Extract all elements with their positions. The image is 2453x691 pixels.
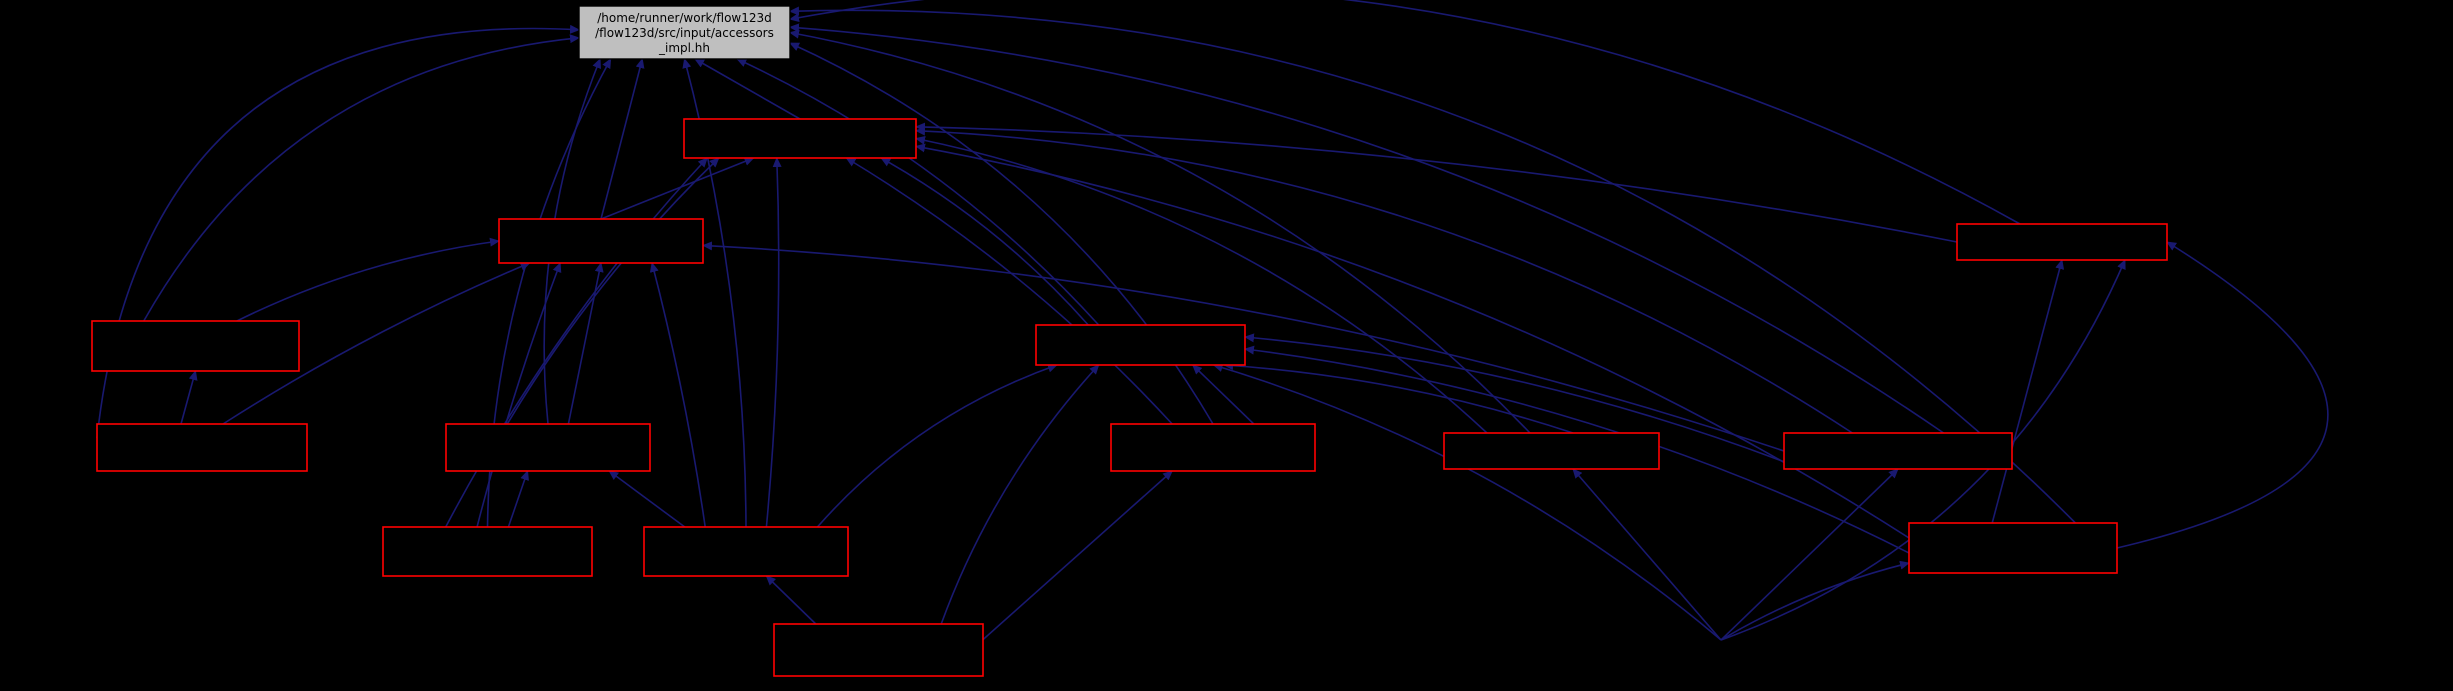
edges-layer	[96, 0, 2329, 641]
graph-edge-n10-n1	[915, 126, 1853, 434]
graph-edge-p1-n5	[1212, 363, 1722, 641]
graph-edge-n6-n4	[180, 370, 198, 425]
graph-edge-n8-n5	[1192, 364, 1255, 425]
graph-node-n14[interactable]	[773, 623, 984, 677]
graph-edge-n4-title	[143, 34, 580, 322]
graph-edge-n2-title	[600, 58, 645, 220]
graph-edge-n10-n2	[702, 241, 1785, 452]
graph-edge-n8-n1	[845, 157, 1173, 425]
nodes-layer: /home/runner/work/flow123d/flow123d/src/…	[91, 5, 2168, 677]
graph-node-n4[interactable]	[91, 320, 300, 372]
graph-edge-n13-n3	[1991, 259, 2065, 524]
graph-edge-n6-n2	[222, 262, 531, 425]
graph-edge-n3-title	[789, 0, 2021, 225]
graph-edge-n1-title	[694, 58, 801, 120]
graph-edge-n12-n2	[649, 262, 706, 528]
graph-node-n10[interactable]	[1783, 432, 2013, 470]
graph-edge-n13-n3	[2116, 241, 2329, 549]
graph-node-n13[interactable]	[1908, 522, 2118, 574]
graph-edge-n10-n5	[1244, 333, 1785, 463]
graph-edge-n14-n5	[940, 364, 1100, 625]
graph-node-n8[interactable]	[1110, 423, 1316, 472]
graph-edge-p1-n9	[1572, 468, 1722, 641]
graph-node-n3[interactable]	[1956, 223, 2168, 261]
graph-edge-n14-n12	[765, 575, 817, 625]
graph-edge-n10-title	[789, 23, 1945, 434]
graph-edge-n13-n5	[1244, 345, 1910, 554]
graph-edge-n13-title	[789, 6, 2076, 524]
graph-node-n7[interactable]	[445, 423, 651, 472]
title-node	[578, 5, 791, 60]
graph-edge-n7-n2	[567, 262, 604, 425]
graph-edge-n11-n2	[476, 262, 562, 528]
graph-edge-n4-n2	[236, 237, 500, 322]
graph-edge-p1-n13	[1720, 560, 1910, 641]
graph-edge-n11-n1	[444, 157, 708, 528]
graph-node-n2[interactable]	[498, 218, 704, 264]
graph-node-n9[interactable]	[1443, 432, 1660, 470]
graph-edge-n12-n1	[765, 157, 782, 528]
graph-edge-p1-n3	[1720, 259, 2126, 641]
graph-edge-n7-n1	[506, 157, 720, 425]
graph-edge-n9-n5	[1223, 361, 1574, 434]
graph-node-n12[interactable]	[643, 526, 849, 577]
graph-edge-n12-n5	[816, 363, 1058, 528]
graph-node-n5[interactable]	[1035, 324, 1246, 366]
graph-edge-n2-n1	[600, 157, 755, 220]
graph-edge-n5-title	[736, 58, 1100, 326]
graph-edge-p1-n10	[1720, 468, 1899, 641]
graph-node-n6[interactable]	[96, 423, 308, 472]
title-node-label: /home/runner/work/flow123d/flow123d/src/…	[595, 11, 774, 55]
graph-edge-n14-n8	[982, 470, 1173, 641]
graph-node-n11[interactable]	[382, 526, 593, 577]
graph-edge-n13-n1	[915, 143, 1910, 539]
graph-edge-n12-n7	[608, 470, 686, 528]
graph-edge-n3-n1	[915, 122, 1958, 243]
graph-edge-n5-n1	[880, 157, 1089, 326]
graph-edge-n11-n7	[507, 470, 529, 528]
graph-edge-n8-title	[789, 42, 1214, 425]
graph-edge-n9-n1	[915, 135, 1488, 434]
graph-node-n1[interactable]	[683, 118, 917, 159]
graph-edge-n9-title	[789, 29, 1531, 434]
